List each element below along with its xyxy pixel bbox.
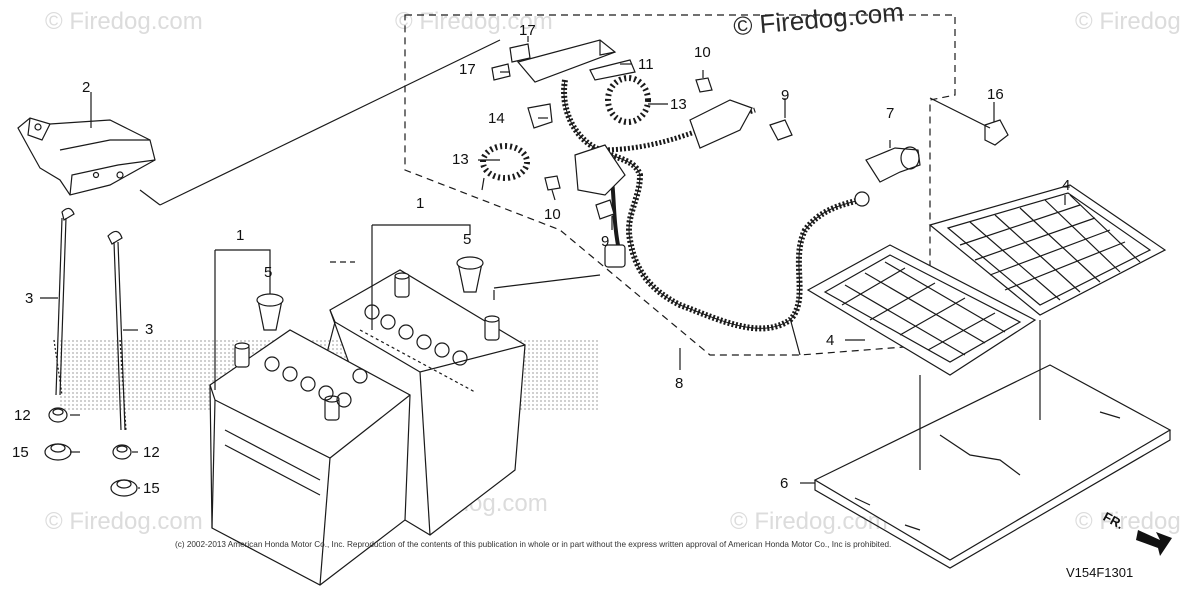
- fuse-holder-11: [516, 39, 636, 83]
- battery-hold-rod-left: [53, 207, 75, 396]
- terminal-cap-right: [456, 256, 484, 293]
- nut-10-upper: [695, 77, 713, 93]
- callout-6-tray: 6: [780, 475, 789, 492]
- terminal-cover-7: [865, 146, 921, 183]
- callout-5-cap-left: 5: [264, 264, 273, 281]
- watermark: © Firedog.com: [45, 8, 203, 35]
- callout-4-grid-right: 4: [1062, 177, 1071, 194]
- callout-12-nut-right: 12: [143, 444, 160, 461]
- callout-1-front-battery: 1: [236, 227, 245, 244]
- callout-12-nut-left: 12: [14, 407, 31, 424]
- bolt-9-lower: [595, 199, 615, 220]
- clip-14: [527, 103, 553, 129]
- diagram-code: V154F1301: [1066, 565, 1134, 580]
- callout-15-washer-left: 15: [12, 444, 29, 461]
- callout-5-cap-right: 5: [463, 231, 472, 248]
- battery-front: [209, 329, 411, 586]
- callout-17-fuse-b: 17: [459, 61, 476, 78]
- washer-nut-15-left: [44, 443, 72, 461]
- bolt-9-upper: [769, 119, 793, 141]
- band-clamp-13-upper: [605, 75, 651, 125]
- callout-8-harness: 8: [675, 375, 684, 392]
- callout-14-clip: 14: [488, 110, 505, 127]
- battery-wire-harness: [561, 79, 870, 332]
- washer-nut-15-right: [110, 479, 138, 497]
- watermark: © Firedog.com: [730, 508, 888, 535]
- callout-13-clamp-lower: 13: [452, 151, 469, 168]
- callout-13-clamp-upper: 13: [670, 96, 687, 113]
- nut-12-right: [112, 444, 132, 460]
- copyright-notice: (c) 2002-2013 American Honda Motor Co., …: [175, 540, 892, 549]
- watermark: © Firedog.com: [45, 508, 203, 535]
- fuse-17-a: [509, 43, 531, 63]
- callout-4-grid-left: 4: [826, 332, 835, 349]
- battery-bracket: [17, 117, 156, 196]
- callout-16-nut: 16: [987, 86, 1004, 103]
- callout-10-nut-lower: 10: [544, 206, 561, 223]
- nut-16: [984, 119, 1009, 146]
- callout-11-fuse-holder: 11: [638, 56, 654, 73]
- callout-10-nut-upper: 10: [694, 44, 711, 61]
- callout-7-terminal-cover: 7: [886, 105, 895, 122]
- battery-tray-6: [813, 364, 1172, 569]
- terminal-cap-left: [256, 293, 284, 331]
- harness-dashed-outline: [404, 14, 956, 356]
- front-direction-arrow: [1136, 530, 1172, 556]
- watermark: © Firedog.com: [1075, 8, 1180, 35]
- battery-grid-4-left: [806, 244, 1037, 376]
- nut-10-lower: [544, 175, 561, 191]
- callout-9-bolt-lower: 9: [601, 233, 610, 250]
- watermark: © Firedog.com: [1075, 508, 1180, 535]
- callout-15-washer-right: 15: [143, 480, 160, 497]
- callout-9-bolt-upper: 9: [781, 87, 790, 104]
- callout-1-rear-battery: 1: [416, 195, 425, 212]
- callout-2-bracket: 2: [82, 79, 91, 96]
- nut-12-left: [48, 407, 68, 423]
- battery-hold-rod-right: [107, 230, 127, 431]
- callout-17-fuse-a: 17: [519, 22, 536, 39]
- callout-3-rod-left: 3: [25, 290, 34, 307]
- battery-grid-4-right: [928, 184, 1167, 316]
- band-clamp-13-lower: [480, 143, 530, 191]
- watermark: © Firedog.com: [395, 8, 553, 35]
- callout-3-rod-right: 3: [145, 321, 154, 338]
